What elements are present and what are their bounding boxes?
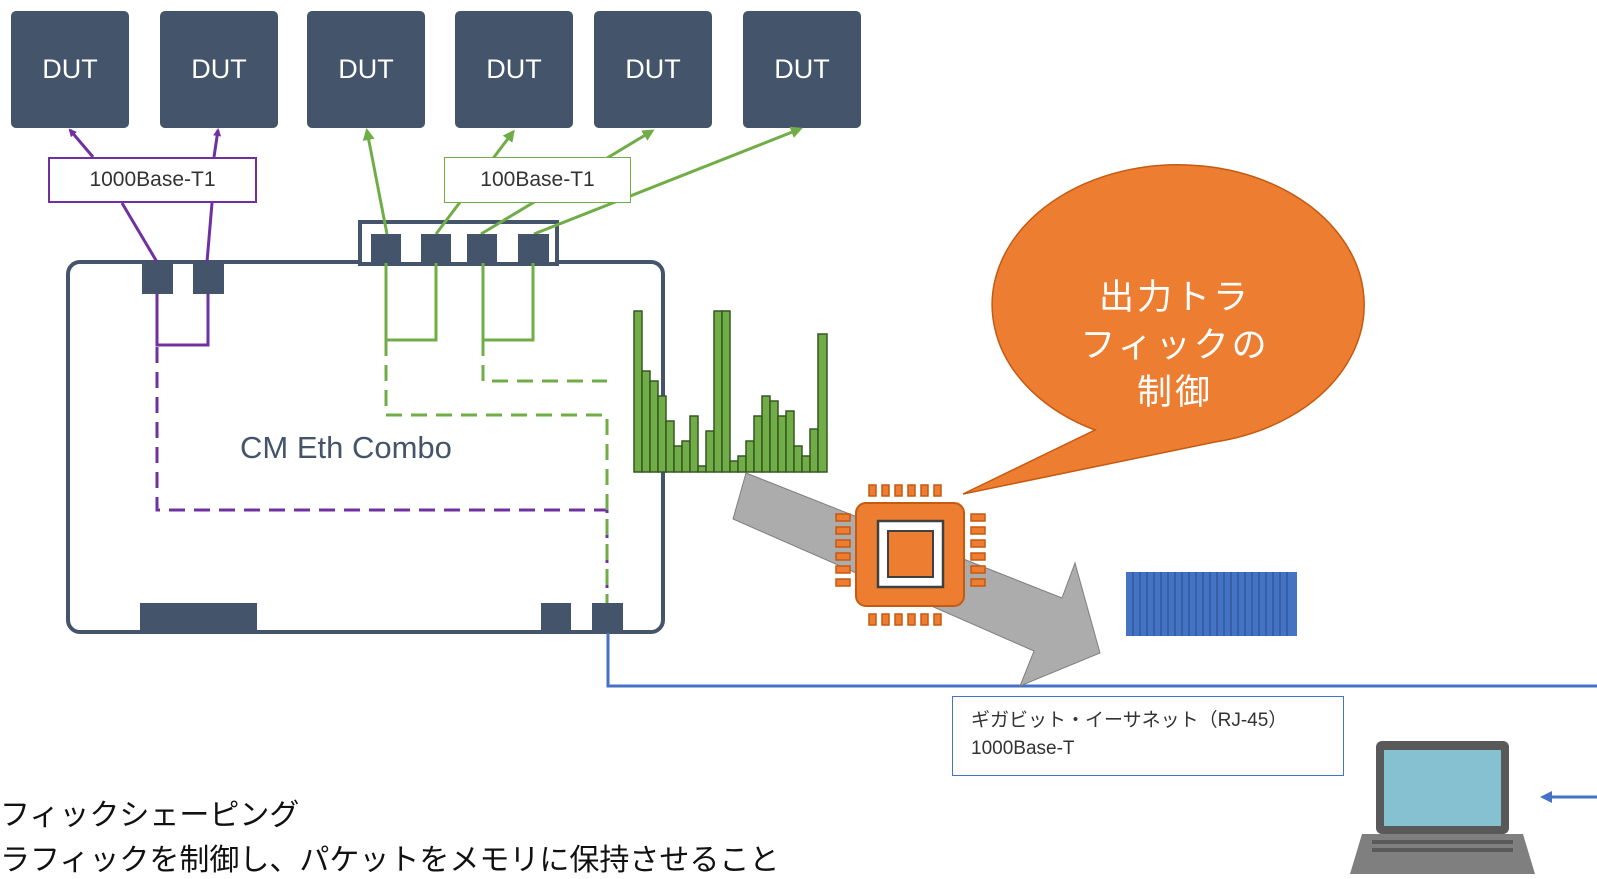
dut-box: DUT (160, 11, 278, 128)
port-100base-t1 (518, 234, 549, 263)
laptop-icon (1350, 741, 1535, 874)
internal-path-green-1 (384, 340, 609, 604)
label-gigabit-ethernet: ギガビット・イーサネット（RJ-45） 1000Base-T (952, 696, 1344, 776)
gbe-label-line: ギガビット・イーサネット（RJ-45） (971, 710, 1288, 731)
port-bottom (541, 603, 571, 633)
label-100base-t1: 100Base-T1 (444, 157, 631, 203)
dut-box: DUT (594, 11, 712, 128)
callout-line: 出力トラ (1098, 278, 1251, 317)
port-rj45 (592, 603, 623, 633)
port-100base-t1 (421, 234, 451, 263)
callout-bubble (962, 164, 1365, 495)
dut-box: DUT (307, 11, 425, 128)
device-name-label: CM Eth Combo (240, 430, 452, 465)
bursty-traffic-histogram (633, 310, 828, 473)
dut-box: DUT (455, 11, 573, 128)
arrow-to-dut-1 (68, 128, 95, 158)
port-100base-t1 (371, 234, 401, 263)
dut-box: DUT (11, 11, 129, 128)
caption-description: ラフィックを制御し、パケットをメモリに保持させること (0, 844, 780, 877)
arrow-to-dut-2 (212, 128, 222, 158)
callout-text: 出力トラ フィックの 制御 (1030, 274, 1320, 417)
arrow-to-dut-6 (533, 126, 803, 236)
shaped-traffic-bars (1126, 572, 1297, 636)
label-1000base-t1: 1000Base-T1 (48, 157, 257, 203)
port-1000base-t1 (193, 262, 224, 294)
gbe-cable (606, 633, 1597, 688)
callout-line: 制御 (1136, 373, 1213, 413)
dut-box: DUT (743, 11, 861, 128)
callout-line: フィックの (1080, 325, 1270, 365)
caption-heading: フィックシェーピング (0, 799, 300, 832)
port-1000base-t1 (142, 262, 173, 294)
arrow-to-dut-3 (362, 128, 389, 235)
gbe-label-line: 1000Base-T (971, 737, 1075, 759)
internal-path-green-2 (481, 340, 607, 383)
port-bottom-wide (140, 603, 257, 633)
port-100base-t1 (467, 234, 497, 263)
chip-icon (835, 484, 986, 626)
